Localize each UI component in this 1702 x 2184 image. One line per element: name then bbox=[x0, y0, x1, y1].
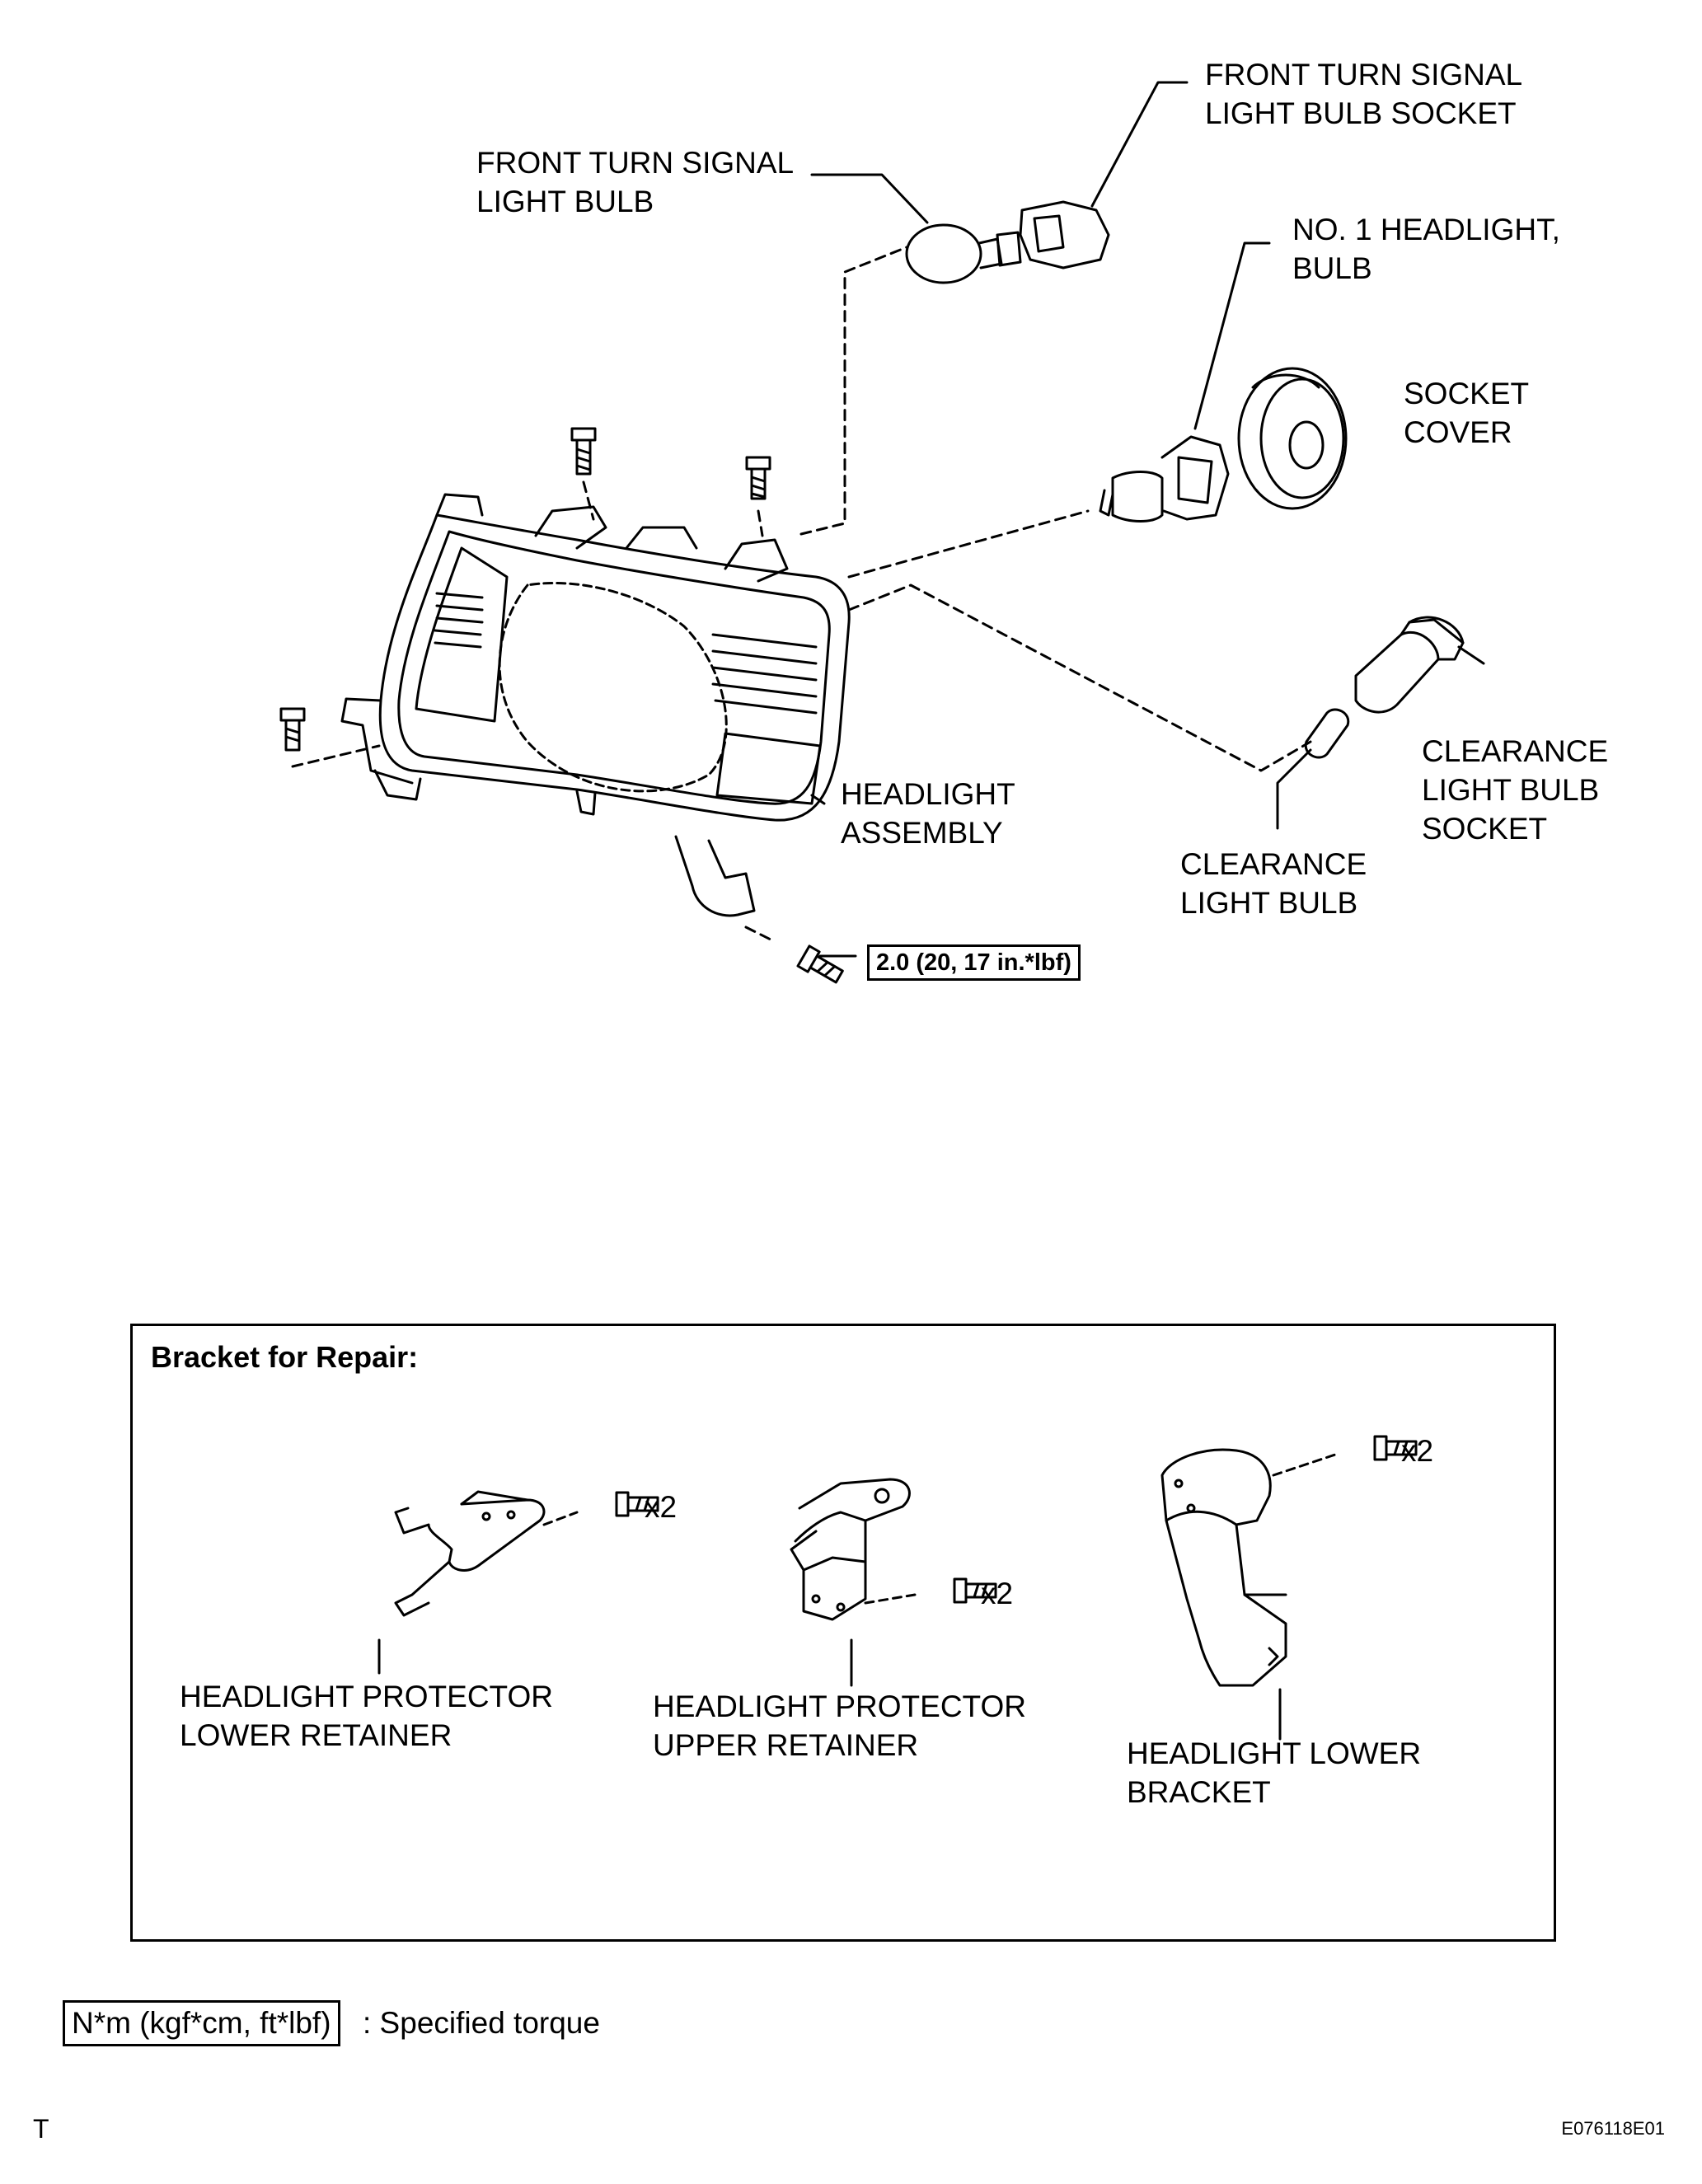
repair-bracket-panel bbox=[130, 1324, 1556, 1942]
label-upper-retainer: HEADLIGHT PROTECTOR UPPER RETAINER bbox=[653, 1690, 1026, 1762]
label-socket-cover: SOCKET COVER bbox=[1404, 377, 1530, 449]
clearance-bulb-drawing bbox=[1304, 708, 1350, 759]
label-lower-retainer: HEADLIGHT PROTECTOR LOWER RETAINER bbox=[180, 1680, 553, 1752]
headlight-assembly-drawing bbox=[340, 493, 851, 917]
socket-cover-drawing bbox=[1237, 367, 1348, 510]
repair-leader-lines bbox=[377, 1638, 1282, 1741]
headlight-bulb-drawing bbox=[1099, 435, 1230, 523]
qty-lower-retainer: x2 bbox=[645, 1490, 678, 1524]
lower-retainer-drawing bbox=[394, 1490, 546, 1617]
corner-mark: T bbox=[33, 2114, 49, 2144]
front-turn-signal-socket-drawing bbox=[1019, 200, 1110, 269]
repair-alignment-lines bbox=[542, 1453, 1337, 1605]
torque-spec-box: 2.0 (20, 17 in.*lbf) bbox=[867, 944, 1081, 981]
qty-lower-bracket: x2 bbox=[1401, 1434, 1434, 1468]
label-clearance-bulb: CLEARANCE LIGHT BULB bbox=[1180, 847, 1367, 920]
repair-bolts bbox=[615, 1435, 1418, 1604]
figure-code: E076118E01 bbox=[1561, 2118, 1665, 2139]
label-front-turn-signal-bulb: FRONT TURN SIGNAL LIGHT BULB bbox=[476, 146, 795, 218]
qty-upper-retainer: x2 bbox=[981, 1577, 1014, 1610]
upper-retainer-drawing bbox=[790, 1478, 911, 1621]
repair-panel-title: Bracket for Repair: bbox=[151, 1340, 419, 1374]
legend-description: : Specified torque bbox=[363, 2006, 600, 2040]
label-front-turn-signal-socket: FRONT TURN SIGNAL LIGHT BULB SOCKET bbox=[1205, 58, 1523, 130]
housing-bolts bbox=[279, 427, 844, 984]
label-clearance-bulb-socket: CLEARANCE LIGHT BULB SOCKET bbox=[1422, 734, 1609, 846]
alignment-lines bbox=[291, 246, 1312, 941]
label-no1-headlight-bulb: NO. 1 HEADLIGHT, BULB bbox=[1292, 213, 1560, 285]
label-lower-bracket: HEADLIGHT LOWER BRACKET bbox=[1127, 1736, 1422, 1809]
legend-unit-box: N*m (kgf*cm, ft*lbf) bbox=[63, 2000, 340, 2046]
label-headlight-assembly: HEADLIGHT ASSEMBLY bbox=[841, 777, 1015, 850]
lower-bracket-drawing bbox=[1160, 1448, 1287, 1687]
leader-lines bbox=[810, 81, 1485, 958]
front-turn-signal-bulb-drawing bbox=[905, 223, 1022, 284]
clearance-bulb-socket-drawing bbox=[1354, 616, 1465, 714]
